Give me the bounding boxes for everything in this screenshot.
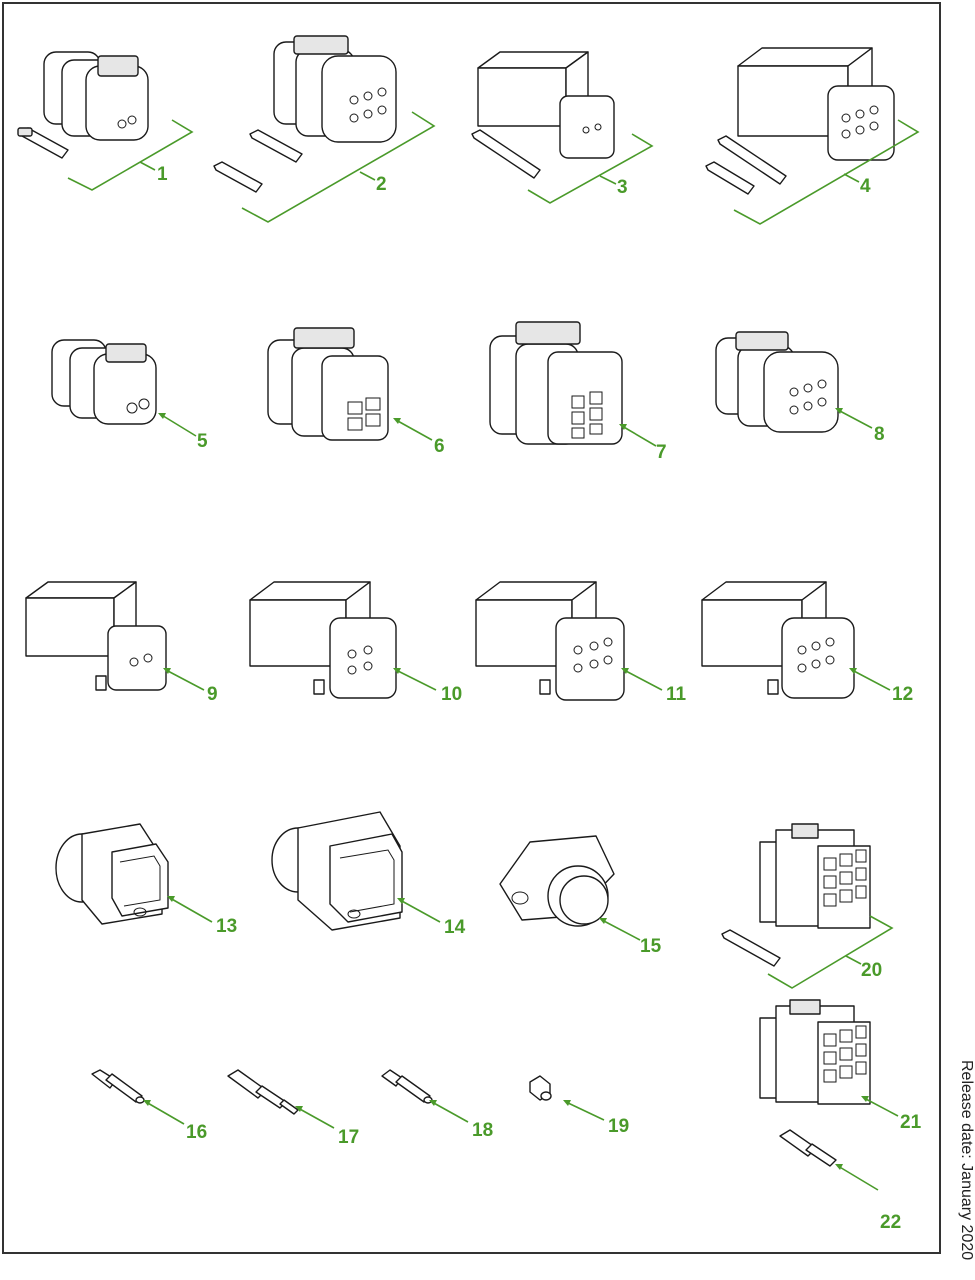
part-15: 15 [499,835,662,957]
part-11: 11 [475,581,687,705]
callout-20: 20 [861,960,882,981]
callout-3: 3 [617,177,628,198]
connector-block-12way-with-terminal-icon [721,823,871,967]
callout-15: 15 [640,936,662,957]
part-20: 20 [721,823,894,989]
part-10: 10 [249,581,462,705]
callout-13: 13 [216,916,237,937]
callout-17: 17 [338,1127,359,1148]
connector-plug-2way-with-terminal-icon [17,51,149,159]
connector-plug-8way-icon [715,331,839,433]
seal-plug-icon [529,1075,552,1101]
cap-cover-icon [499,835,615,927]
callout-8: 8 [874,424,885,445]
connector-receptacle-4way-icon [249,581,397,699]
connector-receptacle-8way-icon [701,581,855,699]
diagram-border [2,2,941,1254]
backshell-cover-icon [55,823,169,925]
part-17: 17 [227,1069,359,1148]
connector-plug-8way-with-terminals-icon [213,35,397,193]
part-12: 12 [701,581,913,705]
callout-4: 4 [860,176,871,197]
callout-7: 7 [656,442,667,463]
part-4: 4 [705,47,920,225]
part-7: 7 [489,321,667,463]
callout-14: 14 [444,917,466,938]
part-5: 5 [51,339,208,452]
callout-2: 2 [376,174,387,195]
connector-receptacle-8way-with-terminals-icon [705,47,895,195]
socket-terminal-icon [91,1069,145,1104]
part-18: 18 [381,1069,493,1141]
part-8: 8 [715,331,885,445]
callout-22: 22 [880,1212,901,1233]
connector-receptacle-2way-icon [25,581,167,691]
part-22: 22 [779,1129,901,1233]
callout-1: 1 [157,164,168,185]
callout-5: 5 [197,431,208,452]
blade-terminal-icon [779,1129,837,1167]
connector-plug-4way-icon [267,327,389,441]
part-14: 14 [271,811,466,938]
pin-terminal-icon [227,1069,299,1115]
callout-21: 21 [900,1112,922,1133]
part-21: 21 [759,999,922,1133]
socket-terminal-short-icon [381,1069,433,1104]
connector-receptacle-2way-with-terminal-icon [471,51,615,179]
callout-10: 10 [441,684,462,705]
connector-plug-6way-icon [489,321,623,445]
callout-12: 12 [892,684,913,705]
part-1: 1 [17,51,194,191]
connector-plug-2way-icon [51,339,157,425]
part-19: 19 [529,1075,629,1137]
callout-6: 6 [434,436,445,457]
callout-18: 18 [472,1120,493,1141]
part-16: 16 [91,1069,207,1143]
release-date-note: Release date: January 2020 [958,1060,975,1260]
callout-16: 16 [186,1122,207,1143]
connector-receptacle-6way-icon [475,581,625,701]
part-2: 2 [213,35,436,223]
part-6: 6 [267,327,445,457]
callout-19: 19 [608,1116,629,1137]
part-9: 9 [25,581,218,705]
connector-block-12way-icon [759,999,871,1105]
part-3: 3 [471,51,654,204]
callout-9: 9 [207,684,218,705]
callout-11: 11 [666,684,687,705]
backshell-cover-large-icon [271,811,403,931]
part-13: 13 [55,823,237,937]
